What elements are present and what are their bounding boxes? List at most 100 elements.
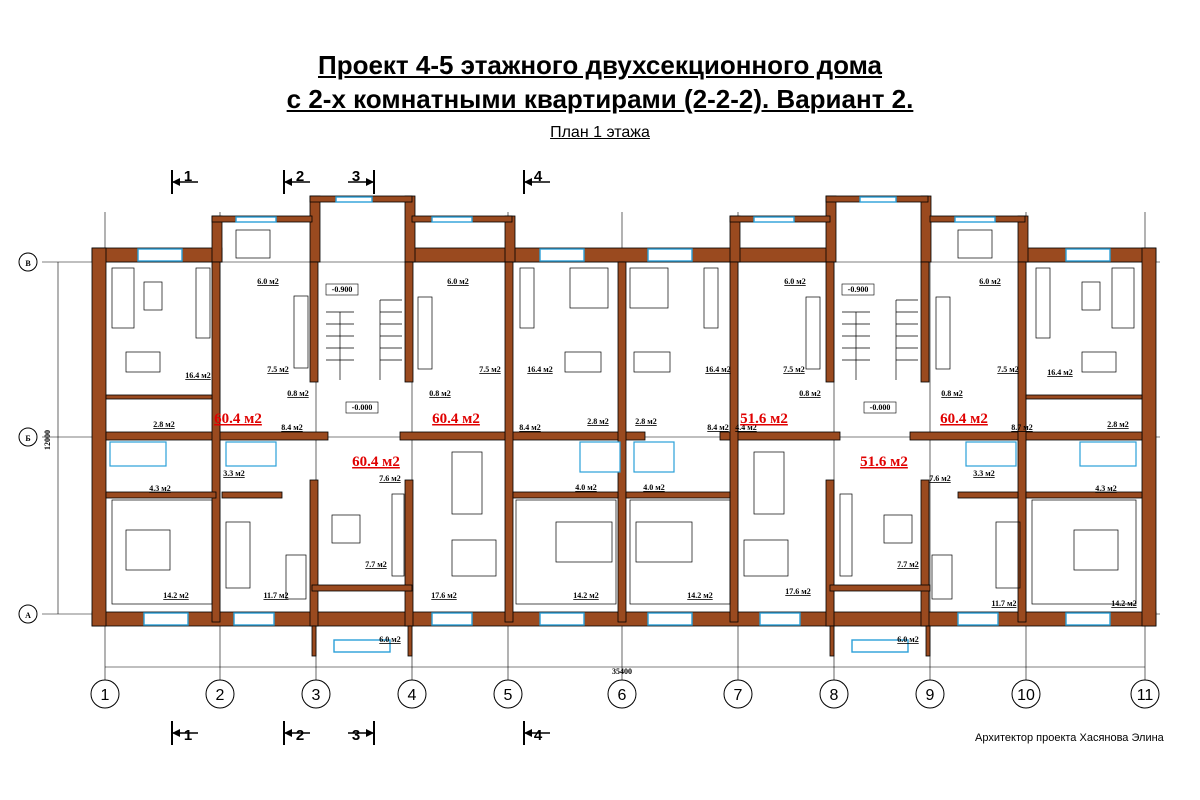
row-axis-label: Б	[25, 434, 30, 443]
section-arrow-icon	[172, 729, 180, 737]
room-area-label: 11.7 м2	[263, 591, 288, 600]
column-axis-circle	[819, 679, 849, 709]
level-mark: -0.900	[848, 285, 869, 294]
level-mark: -0.000	[352, 403, 373, 412]
section-label: 1	[184, 168, 192, 185]
room-area-label: 6.0 м2	[257, 277, 278, 286]
section-arrow-icon	[366, 178, 374, 186]
room-area-label: 8.7 м2	[1011, 423, 1032, 432]
title-line-1: Проект 4-5 этажного двухсекционного дома	[318, 50, 882, 80]
room-area-label: 7.5 м2	[783, 365, 804, 374]
apartment-area-label: 60.4 м2	[214, 411, 262, 427]
level-mark-box	[841, 283, 875, 296]
section-markers: 1 2 3 4 1 2 3 4	[171, 168, 550, 745]
row-axis-markers: В Б А	[18, 252, 38, 624]
room-area-label: 17.6 м2	[785, 587, 810, 596]
column-axis-label: 4	[408, 687, 417, 704]
apartment-area-label: 60.4 м2	[940, 411, 988, 427]
room-area-label: 6.0 м2	[979, 277, 1000, 286]
level-mark-box	[345, 401, 379, 414]
column-axis-circle	[1011, 679, 1041, 709]
level-mark: -0.000	[870, 403, 891, 412]
dim-height: 12000	[43, 430, 52, 450]
room-area-label: 16.4 м2	[185, 371, 210, 380]
level-mark: -0.900	[332, 285, 353, 294]
column-axis-label: 10	[1017, 687, 1035, 704]
room-area-label: 8.4 м2	[519, 423, 540, 432]
windows	[137, 196, 1111, 653]
room-area-label: 8.4 м2	[281, 423, 302, 432]
room-area-label: 0.8 м2	[287, 389, 308, 398]
section-label: 1	[184, 727, 192, 744]
section-arrow-icon	[284, 729, 292, 737]
apartment-area-label: 51.6 м2	[860, 454, 908, 470]
column-axis-label: 3	[312, 687, 321, 704]
level-marks: -0.900 -0.000 -0.900 -0.000	[325, 283, 897, 414]
row-axis-label: В	[25, 259, 31, 268]
column-axis-label: 1	[101, 687, 110, 704]
column-axis-label: 8	[830, 687, 839, 704]
room-area-label: 8.4 м2	[707, 423, 728, 432]
plan-subtitle: План 1 этажа	[550, 124, 650, 141]
room-area-label: 16.4 м2	[527, 365, 552, 374]
room-area-label: 0.8 м2	[799, 389, 820, 398]
room-area-label: 14.2 м2	[573, 591, 598, 600]
row-axis-circle	[18, 604, 38, 624]
section-label: 3	[352, 727, 360, 744]
room-area-label: 0.8 м2	[429, 389, 450, 398]
column-axis-label: 6	[618, 687, 627, 704]
stairs	[326, 299, 918, 380]
room-area-label: 3.3 м2	[973, 469, 994, 478]
column-axis-circle	[301, 679, 331, 709]
column-axis-label: 7	[734, 687, 743, 704]
room-area-labels: 6.0 м2 6.0 м2 6.0 м2 6.0 м2 7.5 м2 7.5 м2 7.5 …	[149, 277, 1136, 644]
room-area-label: 2.8 м2	[153, 420, 174, 429]
room-area-label: 6.0 м2	[379, 635, 400, 644]
apartment-area-label: 51.6 м2	[740, 411, 788, 427]
room-area-label: 7.6 м2	[379, 474, 400, 483]
column-axis-circle	[723, 679, 753, 709]
column-axis-circle	[90, 679, 120, 709]
column-axis-circle	[607, 679, 637, 709]
room-area-label: 7.6 м2	[929, 474, 950, 483]
section-label: 4	[534, 168, 543, 185]
room-area-label: 0.8 м2	[941, 389, 962, 398]
room-area-label: 4.0 м2	[575, 483, 596, 492]
apartment-area-label: 60.4 м2	[352, 454, 400, 470]
room-area-label: 4.3 м2	[149, 484, 170, 493]
section-label: 2	[296, 727, 304, 744]
room-area-label: 17.6 м2	[431, 591, 456, 600]
room-area-label: 3.3 м2	[223, 469, 244, 478]
room-area-label: 7.7 м2	[365, 560, 386, 569]
room-area-label: 7.5 м2	[267, 365, 288, 374]
level-mark-box	[325, 283, 359, 296]
room-area-label: 2.8 м2	[1107, 420, 1128, 429]
row-axis-circle	[18, 427, 38, 447]
room-area-label: 6.0 м2	[447, 277, 468, 286]
room-area-label: 2.8 м2	[635, 417, 656, 426]
title-line-2: с 2-х комнатными квартирами (2-2-2). Вар…	[286, 84, 914, 114]
section-arrow-icon	[524, 178, 532, 186]
room-area-label: 14.2 м2	[163, 591, 188, 600]
room-area-label: 4.3 м2	[1095, 484, 1116, 493]
column-axis-label: 9	[926, 687, 935, 704]
bath-fixtures	[109, 441, 1137, 473]
author-credit: Архитектор проекта Хасянова Элина	[975, 732, 1164, 744]
section-arrow-icon	[524, 729, 532, 737]
section-label: 4	[534, 727, 543, 744]
room-area-label: 7.7 м2	[897, 560, 918, 569]
section-label: 2	[296, 168, 304, 185]
room-area-label: 7.5 м2	[997, 365, 1018, 374]
room-area-label: 2.8 м2	[587, 417, 608, 426]
section-arrow-icon	[366, 729, 374, 737]
furniture	[111, 229, 1137, 605]
column-axis-circle	[1130, 679, 1160, 709]
room-area-label: 11.7 м2	[991, 599, 1016, 608]
section-label: 3	[352, 168, 360, 185]
row-axis-label: А	[25, 611, 31, 620]
room-area-label: 14.2 м2	[687, 591, 712, 600]
section-arrow-icon	[284, 178, 292, 186]
